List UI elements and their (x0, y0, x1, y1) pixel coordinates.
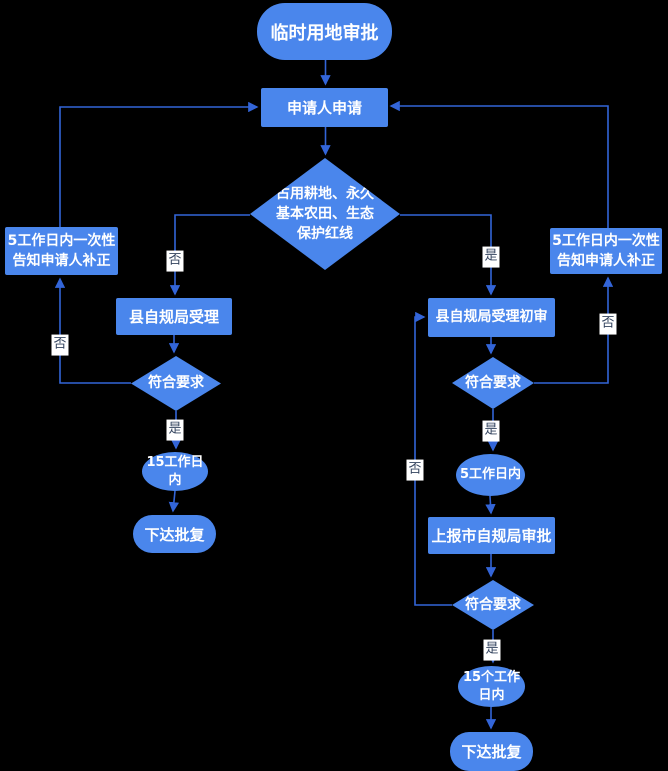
node-15-workdays-left: 15工作日 内 (142, 452, 208, 491)
edge-label-yes-check-right-1: 是 (482, 420, 500, 442)
node-applicant-apply: 申请人申请 (261, 88, 388, 127)
edge-label-no-main-left: 否 (166, 250, 184, 272)
edge-label-yes-main-right: 是 (482, 246, 500, 268)
node-5-workdays-right: 5工作日内 (456, 454, 525, 496)
node-city-approval: 上报市自规局审批 (428, 517, 555, 554)
edge-label-no-check-right-2: 否 (406, 459, 424, 481)
node-notify-correct-right: 5工作日内一次性 告知申请人补正 (550, 228, 662, 274)
edge-label-yes-check-right-2: 是 (483, 639, 501, 661)
node-county-preliminary-review: 县自规局受理初审 (428, 298, 555, 337)
node-issue-approval-right: 下达批复 (450, 732, 533, 771)
node-issue-approval-left: 下达批复 (133, 515, 216, 553)
node-notify-correct-left: 5工作日内一次性 告知申请人补正 (5, 227, 118, 275)
node-county-accept: 县自规局受理 (116, 298, 232, 335)
node-start: 临时用地审批 (257, 3, 392, 60)
node-15-workdays-right: 15个工作 日内 (458, 666, 525, 707)
edge-label-no-check-left: 否 (51, 334, 69, 356)
edge-label-no-check-right-1: 否 (599, 313, 617, 335)
edge-label-yes-check-left: 是 (166, 419, 184, 441)
